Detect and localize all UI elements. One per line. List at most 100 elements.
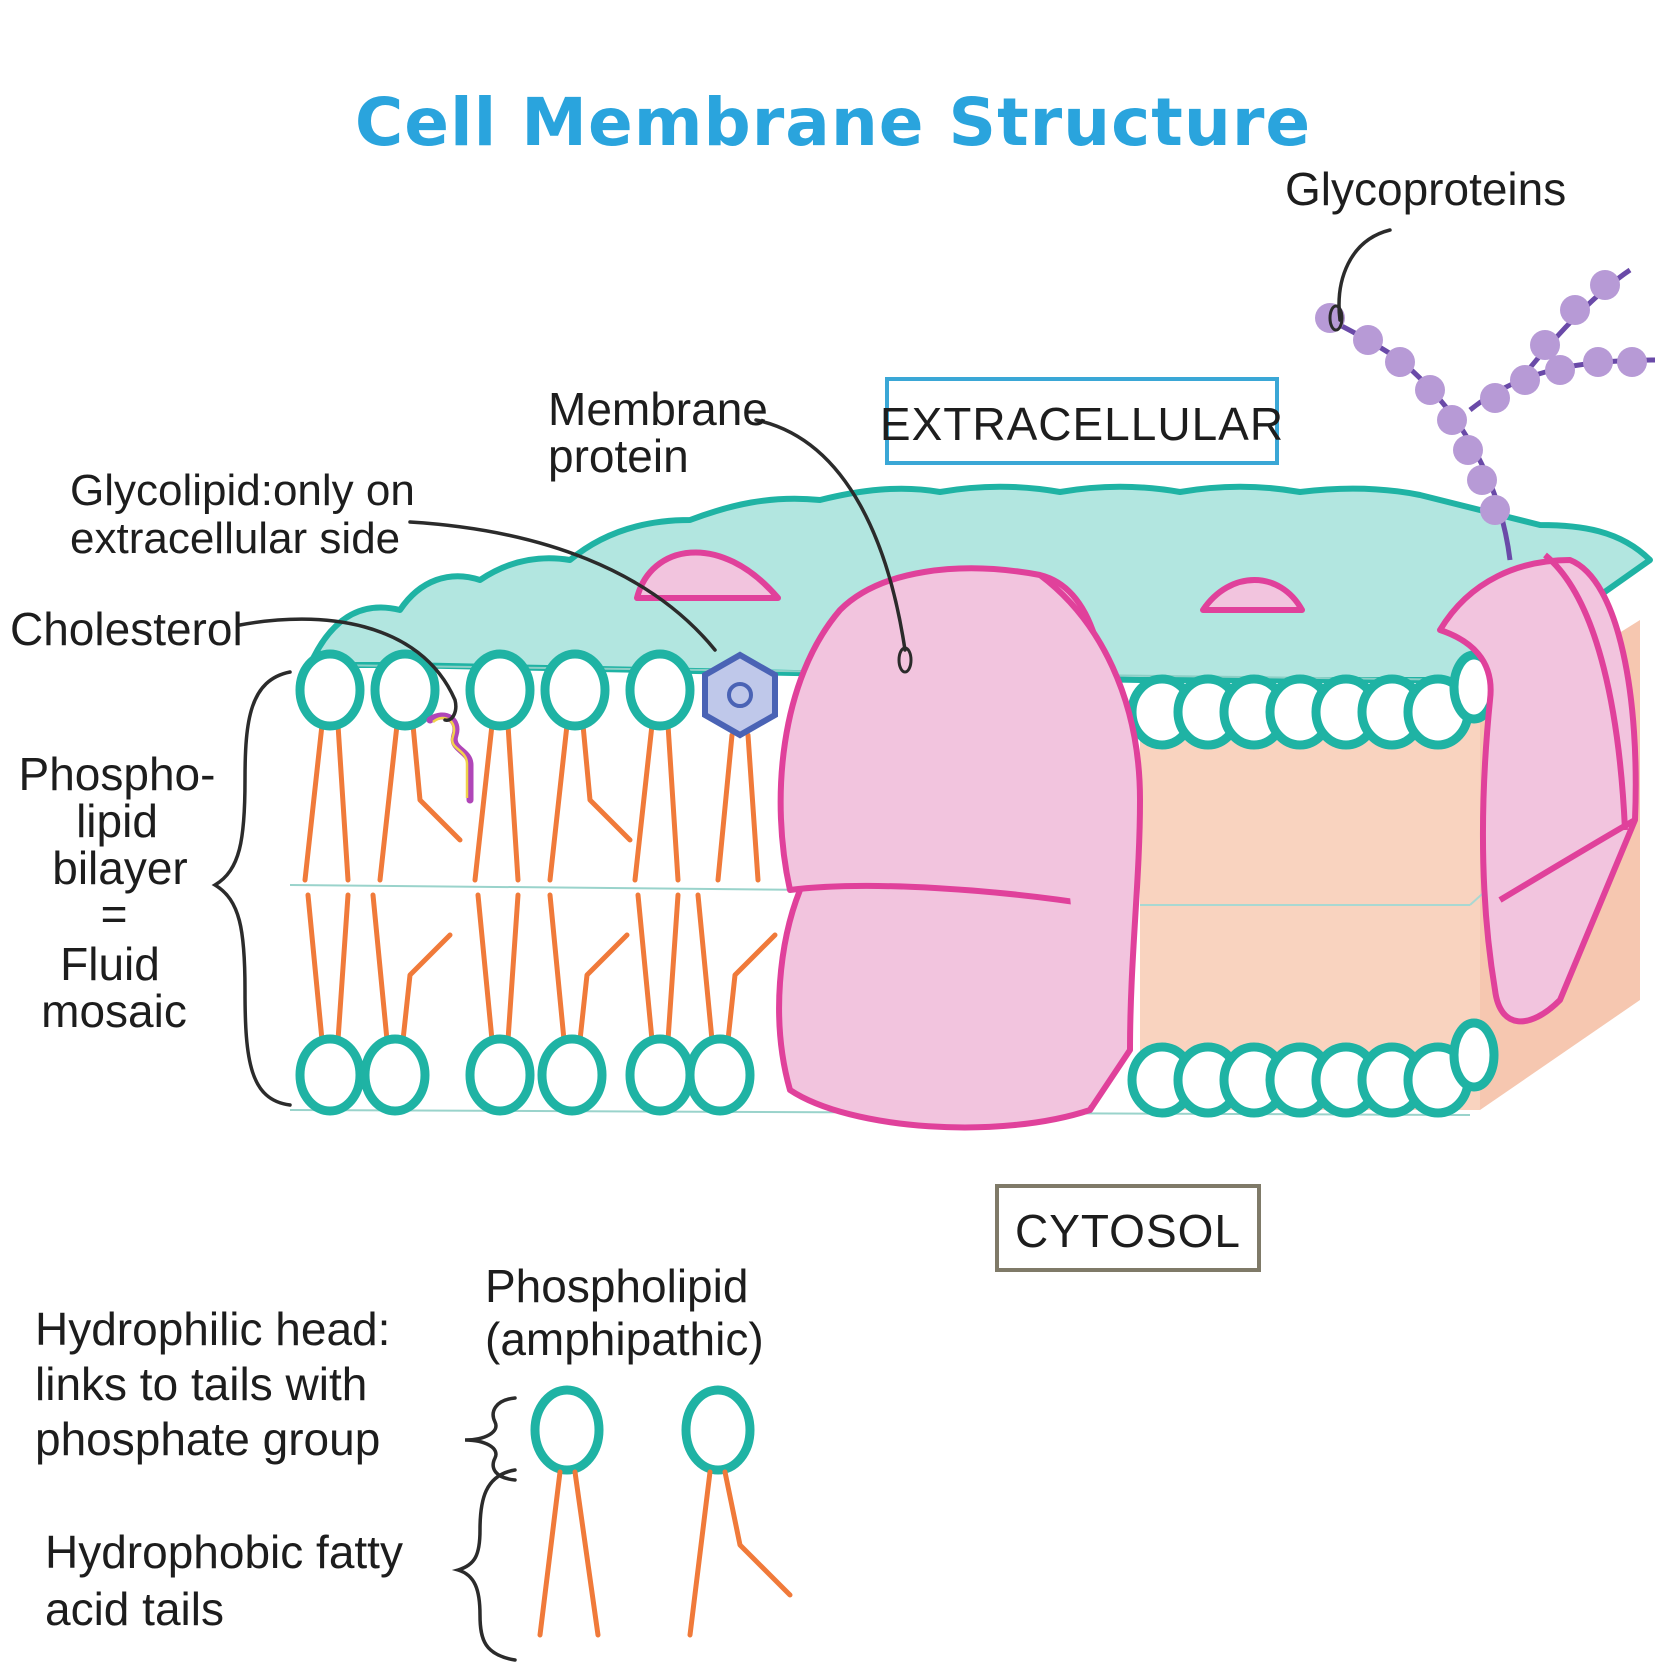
phosphate-head <box>370 649 440 731</box>
diagram-title: Cell Membrane Structure <box>355 84 1311 161</box>
fatty-acid-tail <box>335 722 351 883</box>
hydrophilic-label-line2: links to tails with <box>35 1358 367 1410</box>
surface-protein-1 <box>634 549 781 601</box>
sugar-bead <box>1560 295 1590 325</box>
lower-leaflet-edge-heads <box>1127 1018 1499 1118</box>
cholesterol-leader <box>238 617 458 722</box>
bilayer-label-line4: = <box>101 888 128 940</box>
sugar-bead <box>1353 325 1383 355</box>
fatty-acid-tail <box>305 892 325 1043</box>
hydrophobic-label-line1: Hydrophobic fatty <box>45 1526 403 1578</box>
sugar-bead <box>1617 347 1647 377</box>
phosphate-head <box>625 649 695 731</box>
membrane-protein-leader-end <box>897 646 913 674</box>
fatty-acid-tail <box>335 892 351 1043</box>
bilayer-midline <box>289 884 821 891</box>
phosphate-head <box>625 1034 695 1116</box>
upper-leaflet-edge-heads <box>1127 650 1499 750</box>
sugar-bead <box>1480 383 1510 413</box>
glycoprotein-chains <box>1315 267 1656 561</box>
fatty-acid-tail <box>635 892 655 1043</box>
fatty-acid-tail <box>715 732 735 883</box>
sugar-bead <box>1545 355 1575 385</box>
bilayer-label-line5: Fluid <box>60 938 160 990</box>
bilayer-label-line2: lipid <box>76 795 158 847</box>
fatty-acid-tail <box>410 722 463 843</box>
membrane-protein-label-line2: protein <box>548 430 689 482</box>
phospholipid-label-line2: (amphipathic) <box>485 1313 764 1365</box>
membrane-protein-leader <box>754 418 907 652</box>
phospholipid-label-line1: Phospholipid <box>485 1260 748 1312</box>
bilayer-label-line3: bilayer <box>52 842 188 894</box>
sugar-bead <box>1510 365 1540 395</box>
cytosol-region-label: CYTOSOL <box>995 1184 1261 1272</box>
fatty-acid-tail <box>370 892 390 1043</box>
surface-protein-2 <box>1200 577 1305 613</box>
cholesterol-label: Cholesterol <box>10 603 243 655</box>
extracellular-box <box>885 377 1279 465</box>
glycolipid-icon <box>702 651 778 739</box>
glycolipid-label-line2: extracellular side <box>70 514 400 563</box>
sugar-bead <box>1590 270 1620 300</box>
bilayer-brace <box>211 670 292 1107</box>
bilayer-label: Phospho- lipid bilayer = Fluid mosaic <box>19 748 216 1037</box>
sugar-bead <box>1415 375 1445 405</box>
glycoproteins-label: Glycoproteins <box>1285 163 1566 215</box>
phosphate-head <box>1449 1018 1499 1092</box>
fatty-acid-tail <box>302 722 325 883</box>
fatty-acid-tail <box>505 722 521 883</box>
tail-brace <box>451 1468 517 1662</box>
phosphate-head <box>465 649 535 731</box>
fatty-acid-tail <box>505 892 521 1043</box>
sugar-bead <box>1480 495 1510 525</box>
cholesterol-icon <box>426 712 474 804</box>
cytosol-text: CYTOSOL <box>1015 1205 1241 1257</box>
fatty-acid-tail <box>377 722 400 883</box>
cytosol-box <box>995 1184 1261 1272</box>
sugar-bead <box>1467 465 1497 495</box>
extracellular-region-label: EXTRACELLULAR <box>880 377 1284 465</box>
phosphate-head <box>295 649 365 731</box>
glycoproteins-leader-end <box>1328 304 1344 332</box>
fatty-acid-tail <box>547 892 567 1043</box>
membrane-protein-label-line1: Membrane <box>548 383 768 435</box>
extracellular-text: EXTRACELLULAR <box>880 398 1284 450</box>
fatty-acid-tail <box>580 722 633 843</box>
glycolipid-leader <box>408 520 717 652</box>
fatty-acid-tail <box>725 932 778 1043</box>
fatty-acid-tail <box>577 932 630 1043</box>
hydrophobic-label-line2: acid tails <box>45 1583 224 1635</box>
fatty-acid-tail <box>472 722 495 883</box>
legend-phospholipid-2 <box>681 1385 793 1638</box>
phosphate-head <box>465 1034 535 1116</box>
fatty-acid-tail <box>745 732 761 883</box>
hydrophilic-label-line1: Hydrophilic head: <box>35 1303 390 1355</box>
integral-membrane-protein <box>776 565 1143 1131</box>
fatty-acid-tail <box>695 892 715 1043</box>
sugar-bead <box>1530 330 1560 360</box>
glycoproteins-leader <box>1337 228 1392 322</box>
sugar-bead <box>1385 347 1415 377</box>
sugar-bead <box>1583 347 1613 377</box>
hydrophilic-label-line3: phosphate group <box>35 1413 380 1465</box>
glycolipid-label-line1: Glycolipid:only on <box>70 466 415 515</box>
bilayer-label-line6: mosaic <box>41 985 187 1037</box>
phosphate-head <box>540 649 610 731</box>
legend-phospholipid-1 <box>530 1385 604 1638</box>
fatty-acid-tail <box>547 722 570 883</box>
phosphate-head <box>360 1034 430 1116</box>
lower-leaflet <box>295 892 778 1116</box>
sugar-bead <box>1453 435 1483 465</box>
phosphate-head <box>685 1034 755 1116</box>
fatty-acid-tail <box>400 932 453 1043</box>
phosphate-head <box>295 1034 365 1116</box>
edge-channel-protein <box>1437 552 1639 1025</box>
fatty-acid-tail <box>475 892 495 1043</box>
head-brace <box>464 1396 517 1482</box>
phosphate-head <box>537 1034 607 1116</box>
bilayer-label-line1: Phospho- <box>19 748 216 800</box>
fatty-acid-tail <box>632 722 655 883</box>
fatty-acid-tail <box>665 892 681 1043</box>
upper-leaflet <box>295 649 761 883</box>
